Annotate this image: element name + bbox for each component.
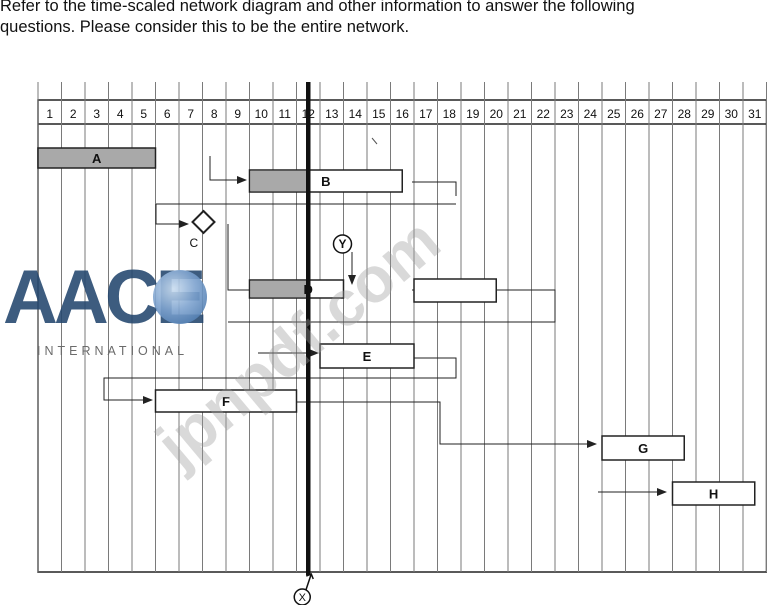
- activity-bar-H: [671, 481, 756, 506]
- intro-line-1: Refer to the time-scaled network diagram…: [0, 0, 635, 15]
- column-label: 17: [419, 107, 433, 121]
- column-label: 9: [234, 107, 241, 121]
- pointer-x-head: [305, 573, 314, 580]
- column-label: 11: [279, 107, 292, 121]
- marker-y-label: Y: [338, 237, 346, 251]
- column-label: 5: [140, 107, 147, 121]
- activity-label-G: G: [638, 441, 648, 456]
- marker-x-label: X: [299, 592, 307, 604]
- activity-fill-D: [250, 281, 308, 297]
- column-label: 25: [607, 107, 621, 121]
- link-b-out: [412, 181, 457, 196]
- column-label: 21: [513, 107, 527, 121]
- markers: C X Y: [190, 82, 378, 605]
- column-label: 2: [70, 107, 77, 121]
- arrow-a-to-b: [209, 156, 247, 184]
- column-label: 18: [443, 107, 457, 121]
- activity-bar-E: [319, 343, 415, 369]
- activity-label-E: E: [363, 349, 372, 364]
- activity-bar-D2: [413, 278, 497, 303]
- activity-fill-B: [250, 171, 308, 191]
- arrow-to-f: [103, 357, 457, 404]
- column-label: 10: [255, 107, 269, 121]
- logo-subtitle: INTERNATIONAL: [37, 344, 189, 358]
- activity-bar-A: [37, 147, 157, 169]
- activity-bar-F: [154, 389, 298, 413]
- column-label: 28: [678, 107, 692, 121]
- column-label: 19: [466, 107, 480, 121]
- milestone-label: C: [190, 236, 199, 250]
- arrow-to-g: [294, 401, 597, 448]
- column-label: 1: [46, 107, 53, 121]
- intro-line-2: questions. Please consider this to be th…: [0, 18, 410, 36]
- activity-label-A: A: [92, 151, 102, 166]
- column-label: 14: [349, 107, 363, 121]
- column-label: 27: [654, 107, 668, 121]
- timeline-grid: 1234567891011121314151617181920212223242…: [37, 82, 767, 573]
- column-label: 15: [372, 107, 386, 121]
- pointer-x: [304, 573, 312, 593]
- column-label: 8: [211, 107, 218, 121]
- column-label: 30: [725, 107, 739, 121]
- activity-label-B: B: [321, 174, 330, 189]
- activity-bar-G: [601, 435, 685, 461]
- cursor-mark: [371, 137, 378, 145]
- column-label: 22: [537, 107, 551, 121]
- column-label: 31: [748, 107, 762, 121]
- column-label: 23: [560, 107, 574, 121]
- column-label: 7: [187, 107, 194, 121]
- column-label: 4: [117, 107, 124, 121]
- aace-logo: AACE INTERNATIONAL: [3, 258, 259, 366]
- marker-x-circle: [293, 588, 311, 605]
- globe-icon: [153, 270, 207, 324]
- intro-text: Refer to the time-scaled network diagram…: [0, 0, 767, 38]
- column-label: 24: [584, 107, 598, 121]
- column-label: 26: [631, 107, 645, 121]
- column-label: 6: [164, 107, 171, 121]
- milestone-diamond-icon: [191, 209, 216, 235]
- column-label: 20: [490, 107, 504, 121]
- marker-y-circle: [332, 234, 353, 254]
- column-label: 16: [396, 107, 410, 121]
- column-label: 13: [325, 107, 339, 121]
- arrow-to-milestone-c: [155, 204, 189, 228]
- activity-label-H: H: [709, 487, 718, 502]
- activity-bars: ABDEFGH: [37, 147, 756, 506]
- link-c-to-d: [227, 224, 252, 291]
- activity-label-F: F: [222, 394, 230, 409]
- column-label: 3: [93, 107, 100, 121]
- column-label: 29: [701, 107, 715, 121]
